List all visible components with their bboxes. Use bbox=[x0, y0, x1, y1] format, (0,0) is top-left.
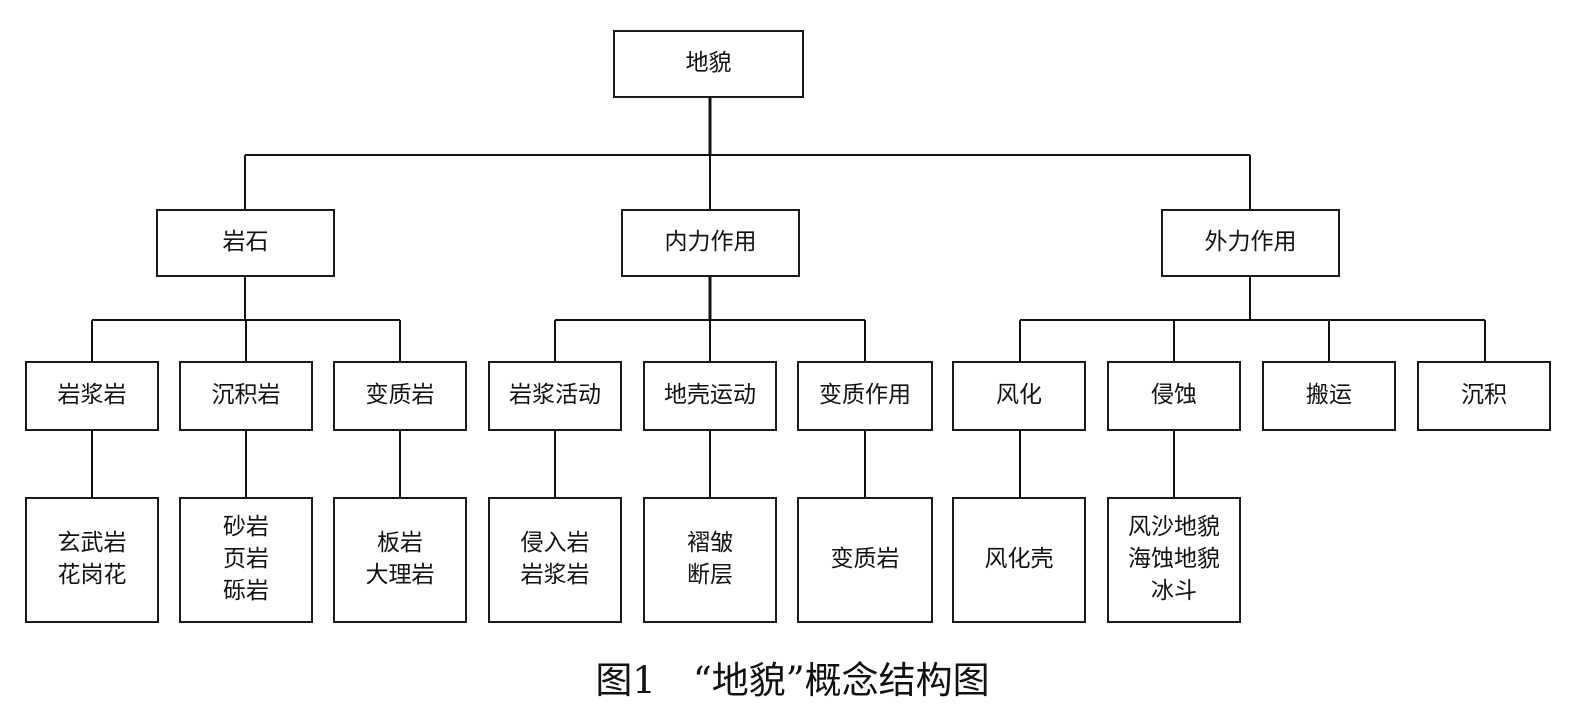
node-deposition: 沉积 bbox=[1417, 361, 1551, 431]
node-erosion-examples: 风沙地貌 海蚀地貌 冰斗 bbox=[1107, 497, 1241, 623]
node-rocks: 岩石 bbox=[156, 209, 335, 277]
node-sedimentary-rock: 沉积岩 bbox=[179, 361, 313, 431]
node-metamorphic-examples: 板岩 大理岩 bbox=[333, 497, 467, 623]
node-metamorphism-examples: 变质岩 bbox=[797, 497, 933, 623]
node-weathering-examples: 风化壳 bbox=[952, 497, 1086, 623]
node-internal-forces: 内力作用 bbox=[621, 209, 800, 277]
node-magmatic-examples: 侵入岩 岩浆岩 bbox=[488, 497, 622, 623]
node-transport: 搬运 bbox=[1262, 361, 1396, 431]
node-erosion: 侵蚀 bbox=[1107, 361, 1241, 431]
node-root: 地貌 bbox=[613, 30, 804, 98]
node-external-forces: 外力作用 bbox=[1161, 209, 1340, 277]
node-crustal-movement: 地壳运动 bbox=[643, 361, 777, 431]
figure-caption: 图1 “地貌”概念结构图 bbox=[595, 659, 990, 702]
node-crustal-examples: 褶皱 断层 bbox=[643, 497, 777, 623]
node-metamorphic-rock: 变质岩 bbox=[333, 361, 467, 431]
node-sedimentary-examples: 砂岩 页岩 砾岩 bbox=[179, 497, 313, 623]
node-weathering: 风化 bbox=[952, 361, 1086, 431]
node-igneous-examples: 玄武岩 花岗花 bbox=[25, 497, 159, 623]
node-igneous-rock: 岩浆岩 bbox=[25, 361, 159, 431]
node-magmatic-activity: 岩浆活动 bbox=[488, 361, 622, 431]
node-metamorphism: 变质作用 bbox=[797, 361, 933, 431]
